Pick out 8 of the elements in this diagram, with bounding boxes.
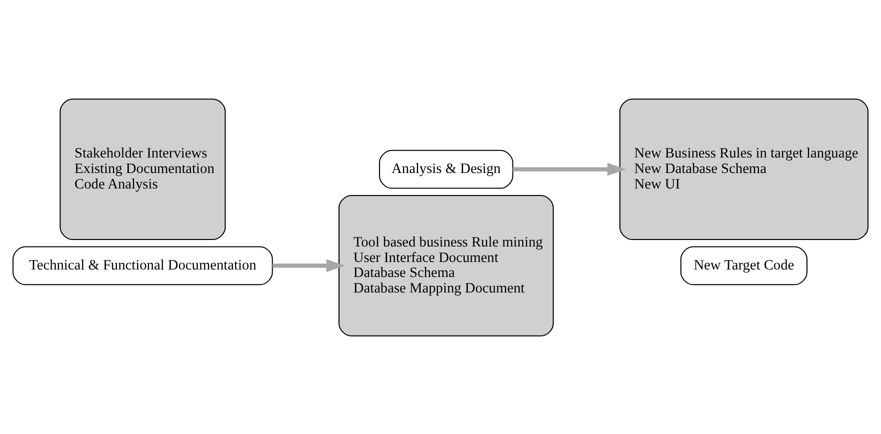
node-box: Technical & Functional Documentation: [12, 246, 273, 285]
node-box: Tool based business Rule mining User Interface Document Database Schema Database Mapping Document: [338, 194, 554, 336]
node-box: Stakeholder Interviews Existing Documentation Code Analysis: [60, 98, 226, 240]
node-box: New Business Rules in target language New Database Schema New UI: [619, 98, 868, 240]
node-box: New Target Code: [680, 246, 808, 285]
arrow: [272, 258, 345, 272]
node-box: Analysis & Design: [379, 149, 514, 188]
arrow: [512, 162, 626, 176]
